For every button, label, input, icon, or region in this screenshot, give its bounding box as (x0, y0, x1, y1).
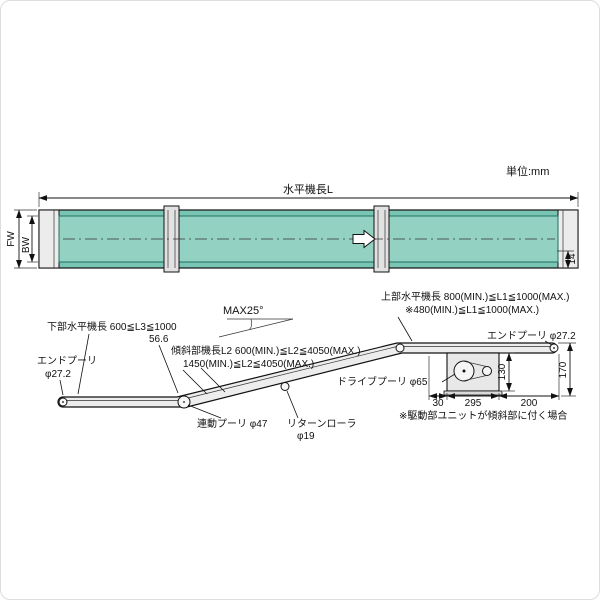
plan-dim-14: 14 (567, 253, 578, 265)
return-roller (280, 382, 290, 391)
lower-length-label: 下部水平機長 600≦L3≦1000 (47, 320, 177, 333)
dim-200: 200 (521, 398, 538, 409)
tension-pulley (482, 366, 492, 376)
end-pulley-left-label: エンドプーリ (37, 355, 97, 367)
dim-295: 295 (465, 398, 482, 409)
upper-length-alt-label: ※480(MIN.)≦L1≦1000(MAX.) (405, 305, 539, 316)
side-view: 30 295 200 130 170 MAX25° 上部水平機長 800(MIN… (37, 290, 576, 442)
plan-length-label: 水平機長L (283, 182, 333, 196)
drive-pulley-label: ドライブプーリ φ65 (337, 375, 428, 388)
upper-bend-pulley (395, 343, 405, 353)
drive-note: ※駆動部ユニットが傾斜部に付く場合 (399, 409, 567, 422)
upper-length-label: 上部水平機長 800(MIN.)≦L1≦1000(MAX.) (381, 290, 569, 303)
conveyor-body-side (57, 342, 558, 408)
unit-label: 単位:mm (506, 164, 549, 178)
bw-label: BW (21, 236, 32, 253)
travel-direction-arrow-icon (352, 229, 376, 249)
max-angle-label: MAX25° (223, 305, 263, 317)
dim-130: 130 (497, 363, 508, 380)
incline-length-alt-label: 1450(MIN.)≦L2≦4050(MAX.) (183, 359, 314, 370)
fw-label: FW (6, 231, 17, 247)
end-pulley-left-dia: φ27.2 (45, 369, 71, 380)
left-end-cap (38, 209, 60, 269)
dim-30: 30 (432, 398, 444, 409)
dim-56-6: 56.6 (149, 334, 169, 345)
plan-view: 水平機長L FW BW 14 (6, 182, 579, 273)
incline-length-label: 傾斜部機長L2 600(MIN.)≦L2≦4050(MAX.) (171, 344, 361, 357)
dim-170: 170 (558, 361, 569, 378)
belt-inner-line (65, 346, 551, 401)
drive-unit-base (443, 390, 503, 396)
end-pulley-right-label: エンドプーリ φ27.2 (487, 330, 576, 342)
return-roller-label: リターンローラ (287, 418, 357, 430)
link-pulley-label: 連動プーリ φ47 (197, 417, 268, 430)
return-roller-dia: φ19 (297, 431, 315, 442)
